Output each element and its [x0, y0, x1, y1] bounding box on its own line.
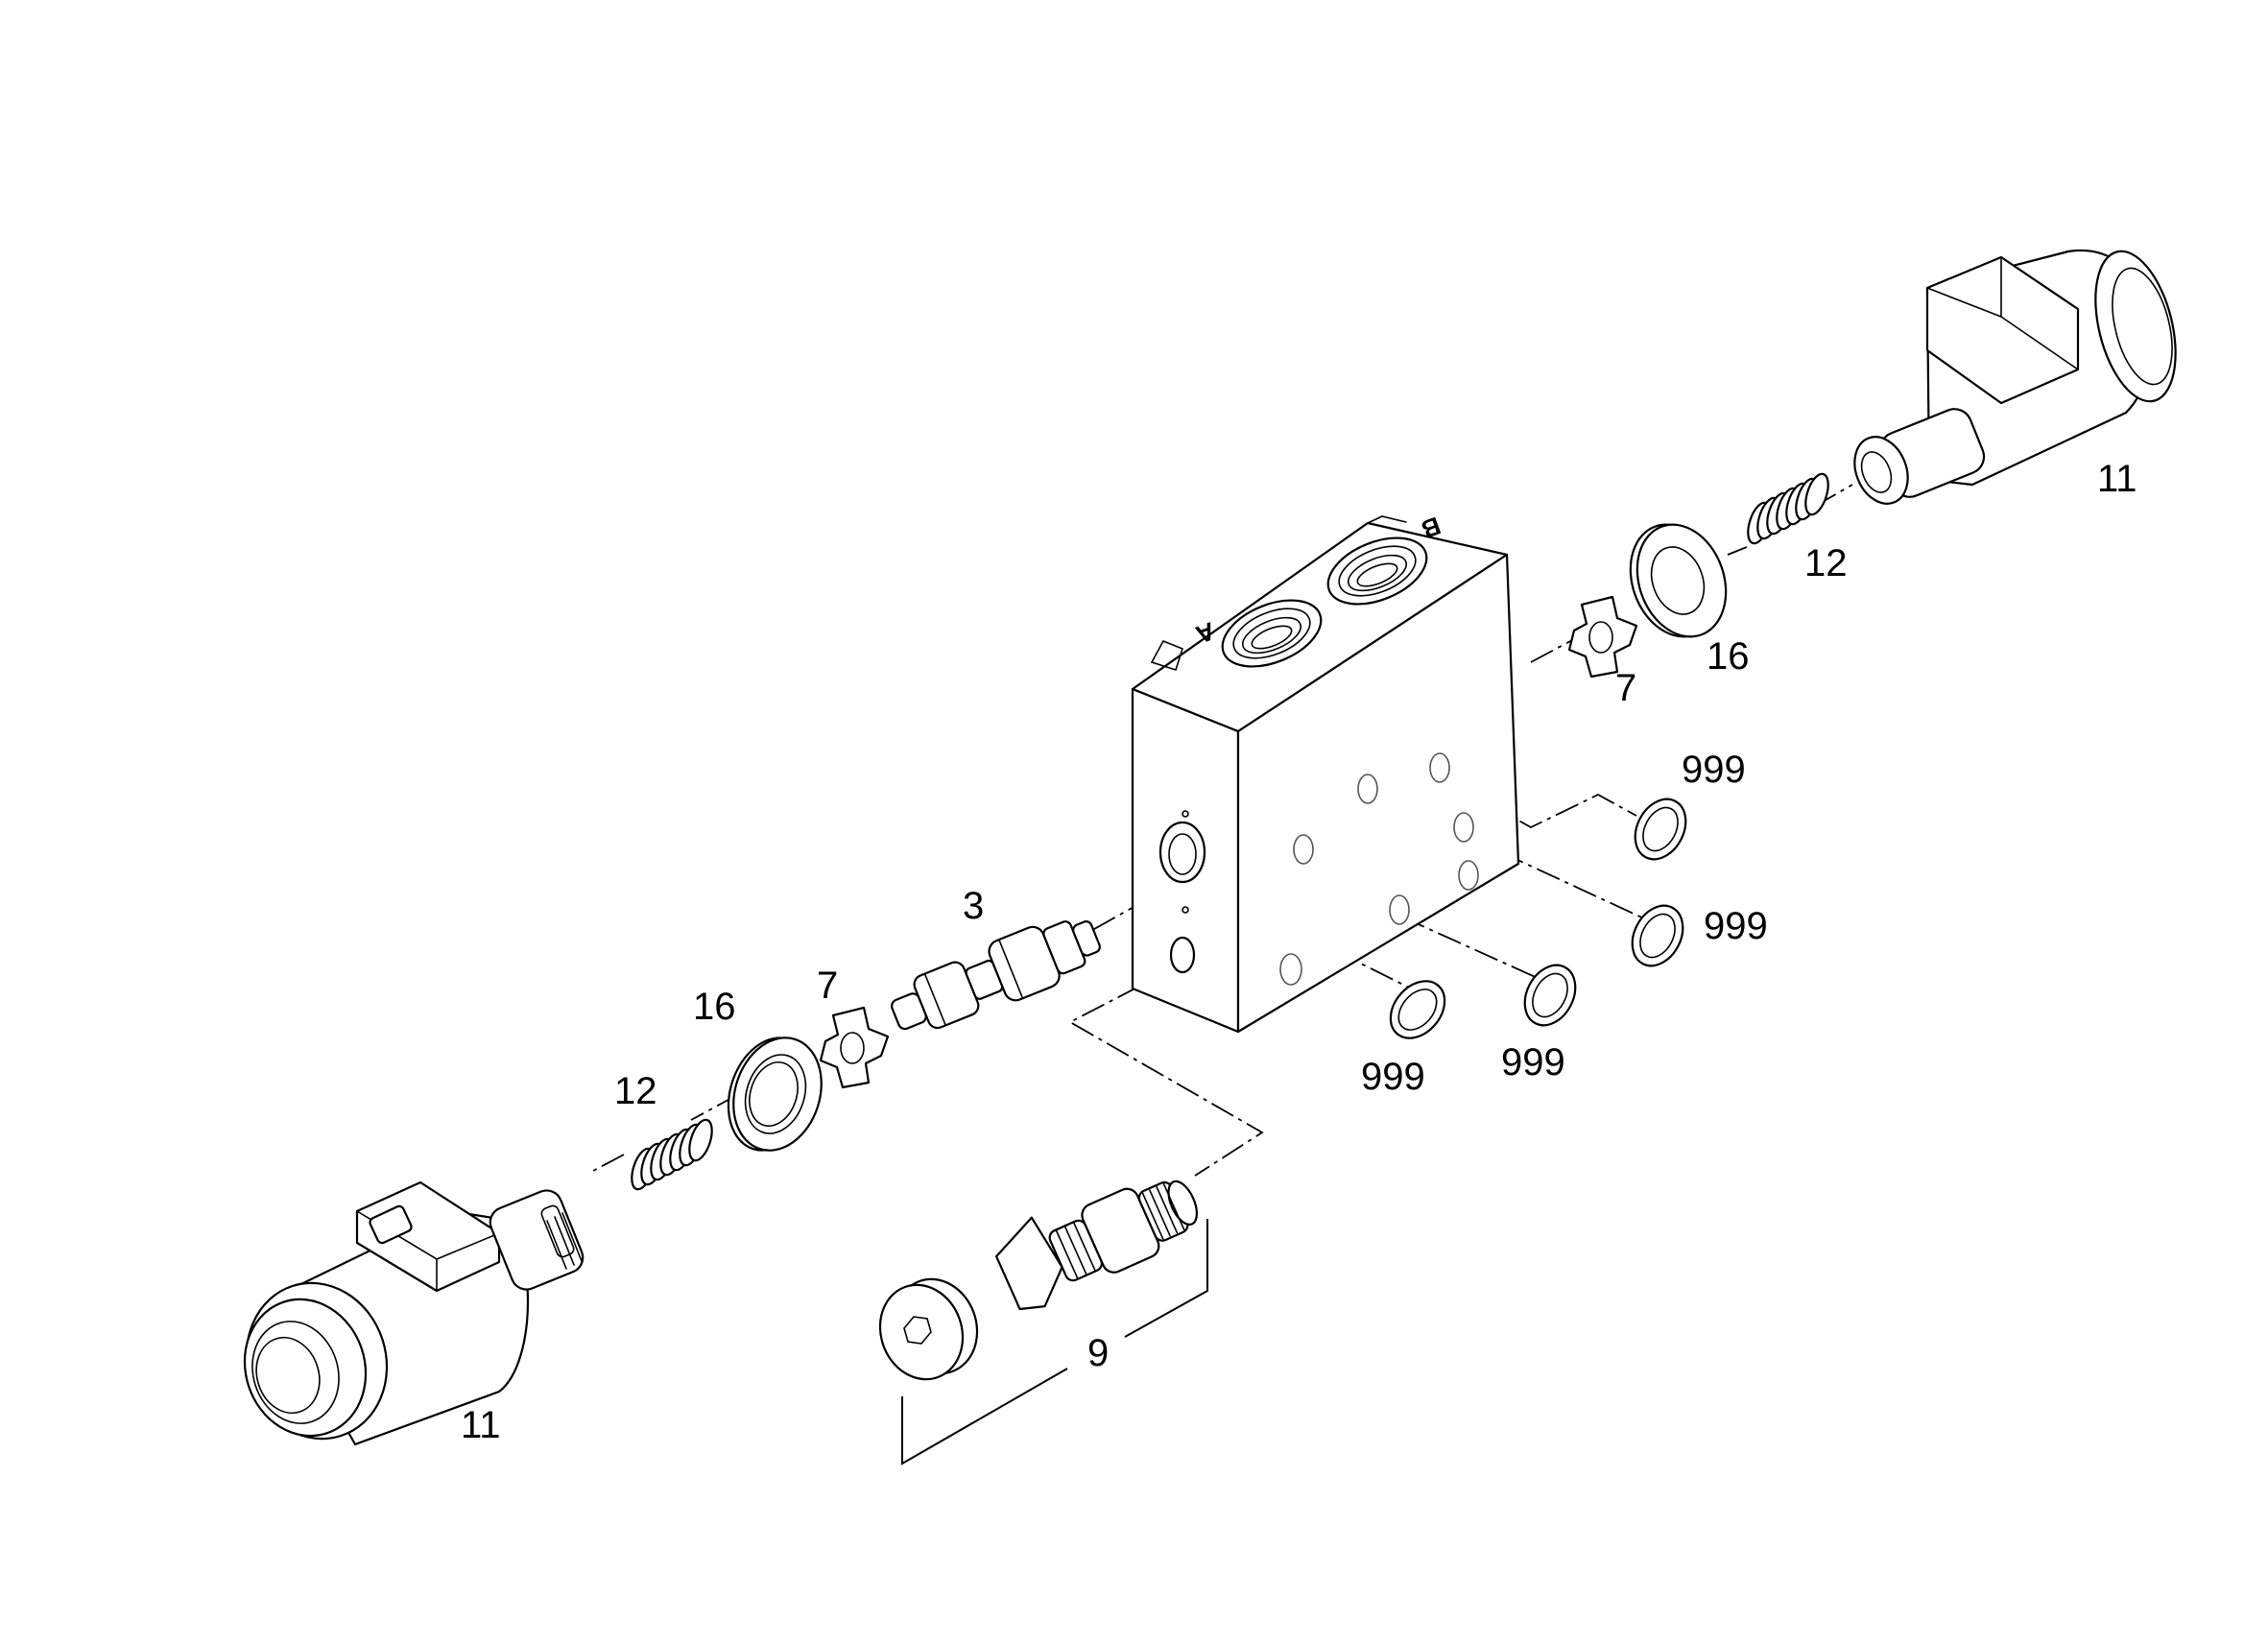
callout-ring-right: 7 — [1615, 667, 1636, 709]
o-ring-top-right — [1634, 798, 1687, 861]
body-hole — [1279, 953, 1302, 986]
callout-ring-left: 7 — [817, 965, 838, 1007]
valve-insert — [878, 1179, 1198, 1381]
callout-spring-right: 12 — [1804, 542, 1848, 584]
port-b — [1326, 536, 1428, 606]
callout-seal-right: 16 — [1707, 635, 1750, 678]
o-ring-bottom-left — [1389, 980, 1446, 1039]
callout-spring-left: 12 — [614, 1070, 657, 1112]
o-ring-mid-right — [1631, 904, 1684, 967]
callout-o-ring-bottom-left: 999 — [1361, 1056, 1425, 1098]
spool-bore — [1158, 821, 1206, 884]
callout-coil-left: 11 — [461, 1404, 501, 1446]
spring-left — [631, 1118, 713, 1191]
solenoid-coil-right — [1853, 249, 2177, 505]
callout-valve-insert: 9 — [1087, 1332, 1109, 1374]
body-hole — [1458, 860, 1479, 891]
callout-labels: 3 7 16 12 11 9 999 999 999 999 7 16 12 1… — [461, 458, 2137, 1446]
port-a — [1221, 599, 1323, 668]
insert-bracket — [901, 1368, 1068, 1465]
solenoid-coil-left — [243, 1180, 585, 1446]
valve-body-right-face — [1236, 553, 1520, 1034]
callout-o-ring-mid-right: 999 — [1704, 905, 1768, 947]
body-hole — [1453, 812, 1474, 843]
body-hole — [1389, 894, 1410, 925]
body-hole — [1293, 834, 1314, 865]
insert-bore — [1169, 936, 1196, 974]
seal-ring-left — [727, 1036, 823, 1152]
spring-right — [1747, 472, 1829, 545]
body-hole — [1357, 774, 1378, 804]
callout-seal-left: 16 — [693, 986, 736, 1028]
spool — [891, 920, 1101, 1031]
valve-body: A B — [1131, 512, 1520, 1034]
callout-o-ring-bottom-mid: 999 — [1501, 1041, 1565, 1084]
callout-o-ring-top-right: 999 — [1682, 749, 1746, 791]
o-ring-bottom-mid — [1523, 964, 1577, 1027]
insert-body — [995, 1179, 1198, 1311]
callout-coil-right: 11 — [2097, 458, 2137, 500]
lock-ring-right — [1567, 595, 1638, 679]
insert-bracket — [1124, 1219, 1208, 1338]
insert-cap — [878, 1277, 979, 1381]
body-hole — [1429, 752, 1450, 783]
lock-ring-left — [819, 1006, 890, 1089]
callout-spool: 3 — [963, 885, 984, 927]
seal-ring-right — [1629, 523, 1728, 638]
